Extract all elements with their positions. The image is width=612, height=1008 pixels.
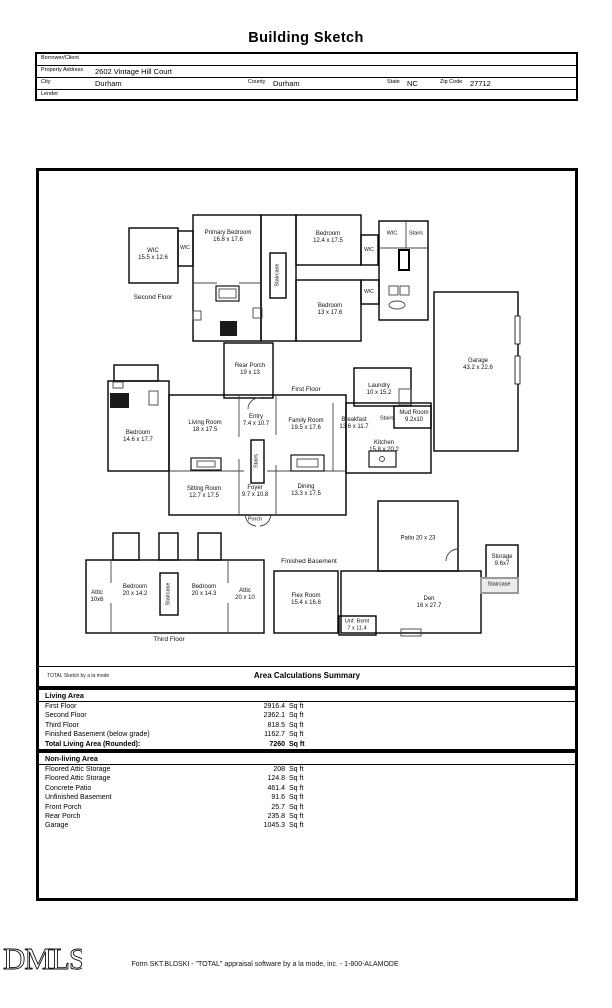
- state-label: State: [387, 79, 400, 85]
- living-area-header: Living Area: [39, 690, 575, 702]
- property-info-form: Borrower/Client Property Address 2602 Vi…: [35, 52, 578, 101]
- room-label: Stairs: [253, 453, 260, 469]
- nonliving-area-header: Non-living Area: [39, 753, 575, 765]
- borrower-row: Borrower/Client: [37, 54, 576, 66]
- floor-plan-svg: [85, 214, 521, 637]
- room-label: Staircase: [274, 263, 281, 287]
- county-value: Durham: [273, 79, 300, 88]
- lender-label: Lender: [41, 91, 59, 97]
- property-address-row: Property Address 2602 Vintage Hill Court: [37, 66, 576, 78]
- logo-text: DMLS: [3, 943, 82, 976]
- page-title: Building Sketch: [248, 30, 364, 46]
- state-value: NC: [407, 79, 418, 88]
- footer-form-line: Form SKT.BLDSKI - "TOTAL" appraisal soft…: [131, 961, 399, 968]
- sketch-watermark: TOTAL Sketch by a la mode: [47, 673, 110, 679]
- lender-row: Lender: [37, 90, 576, 101]
- room-label: Staircase: [165, 582, 172, 606]
- divider-bar: [39, 686, 575, 690]
- room-label: Third Floor: [153, 636, 185, 644]
- room-label: Stairs: [379, 415, 395, 422]
- room-label: WIC: [364, 247, 374, 253]
- room-label: WIC: [386, 230, 398, 237]
- borrower-label: Borrower/Client: [41, 55, 79, 61]
- property-address-label: Property Address: [41, 67, 84, 73]
- room-label: Second Floor: [133, 294, 173, 302]
- city-value: Durham: [95, 79, 122, 88]
- summary-caption-row: TOTAL Sketch by a la mode Area Calculati…: [39, 666, 575, 686]
- room-label: Stairs: [408, 230, 424, 237]
- city-label: City: [41, 79, 51, 85]
- city-county-row: City Durham County Durham State NC Zip C…: [37, 78, 576, 90]
- zip-value: 27712: [470, 79, 491, 88]
- room-label: Finished Basement: [281, 558, 337, 566]
- county-label: County: [248, 79, 266, 85]
- summary-title: Area Calculations Summary: [253, 671, 361, 680]
- logo-svg: DMLS: [3, 941, 87, 977]
- room-label: Porch: [247, 516, 263, 523]
- room-label: WIC: [364, 289, 374, 295]
- room-label: Staircase: [487, 581, 511, 588]
- room-label: First Floor: [291, 386, 321, 394]
- property-address-value: 2602 Vintage Hill Court: [95, 67, 172, 76]
- logo: DMLS: [2, 941, 87, 982]
- divider-bar: [39, 748, 575, 753]
- zip-label: Zip Code: [440, 79, 463, 85]
- room-label: Patio 20 x 23: [400, 535, 436, 542]
- room-label: WIC: [180, 245, 190, 251]
